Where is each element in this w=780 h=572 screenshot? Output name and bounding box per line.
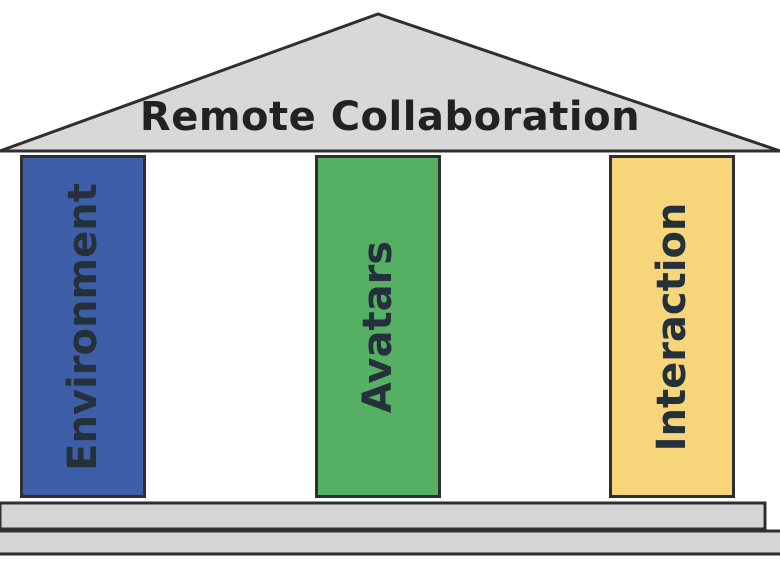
base-step-bottom (0, 529, 780, 556)
pillar-interaction: Interaction (609, 155, 735, 498)
pillar-avatars: Avatars (315, 155, 441, 498)
pillar-label-interaction: Interaction (649, 202, 695, 451)
pillar-label-avatars: Avatars (355, 240, 401, 413)
base-step-top (0, 501, 767, 531)
diagram-title: Remote Collaboration (139, 94, 641, 140)
pillar-label-environment: Environment (60, 182, 106, 471)
pillar-environment: Environment (20, 155, 146, 498)
roof (0, 12, 780, 153)
